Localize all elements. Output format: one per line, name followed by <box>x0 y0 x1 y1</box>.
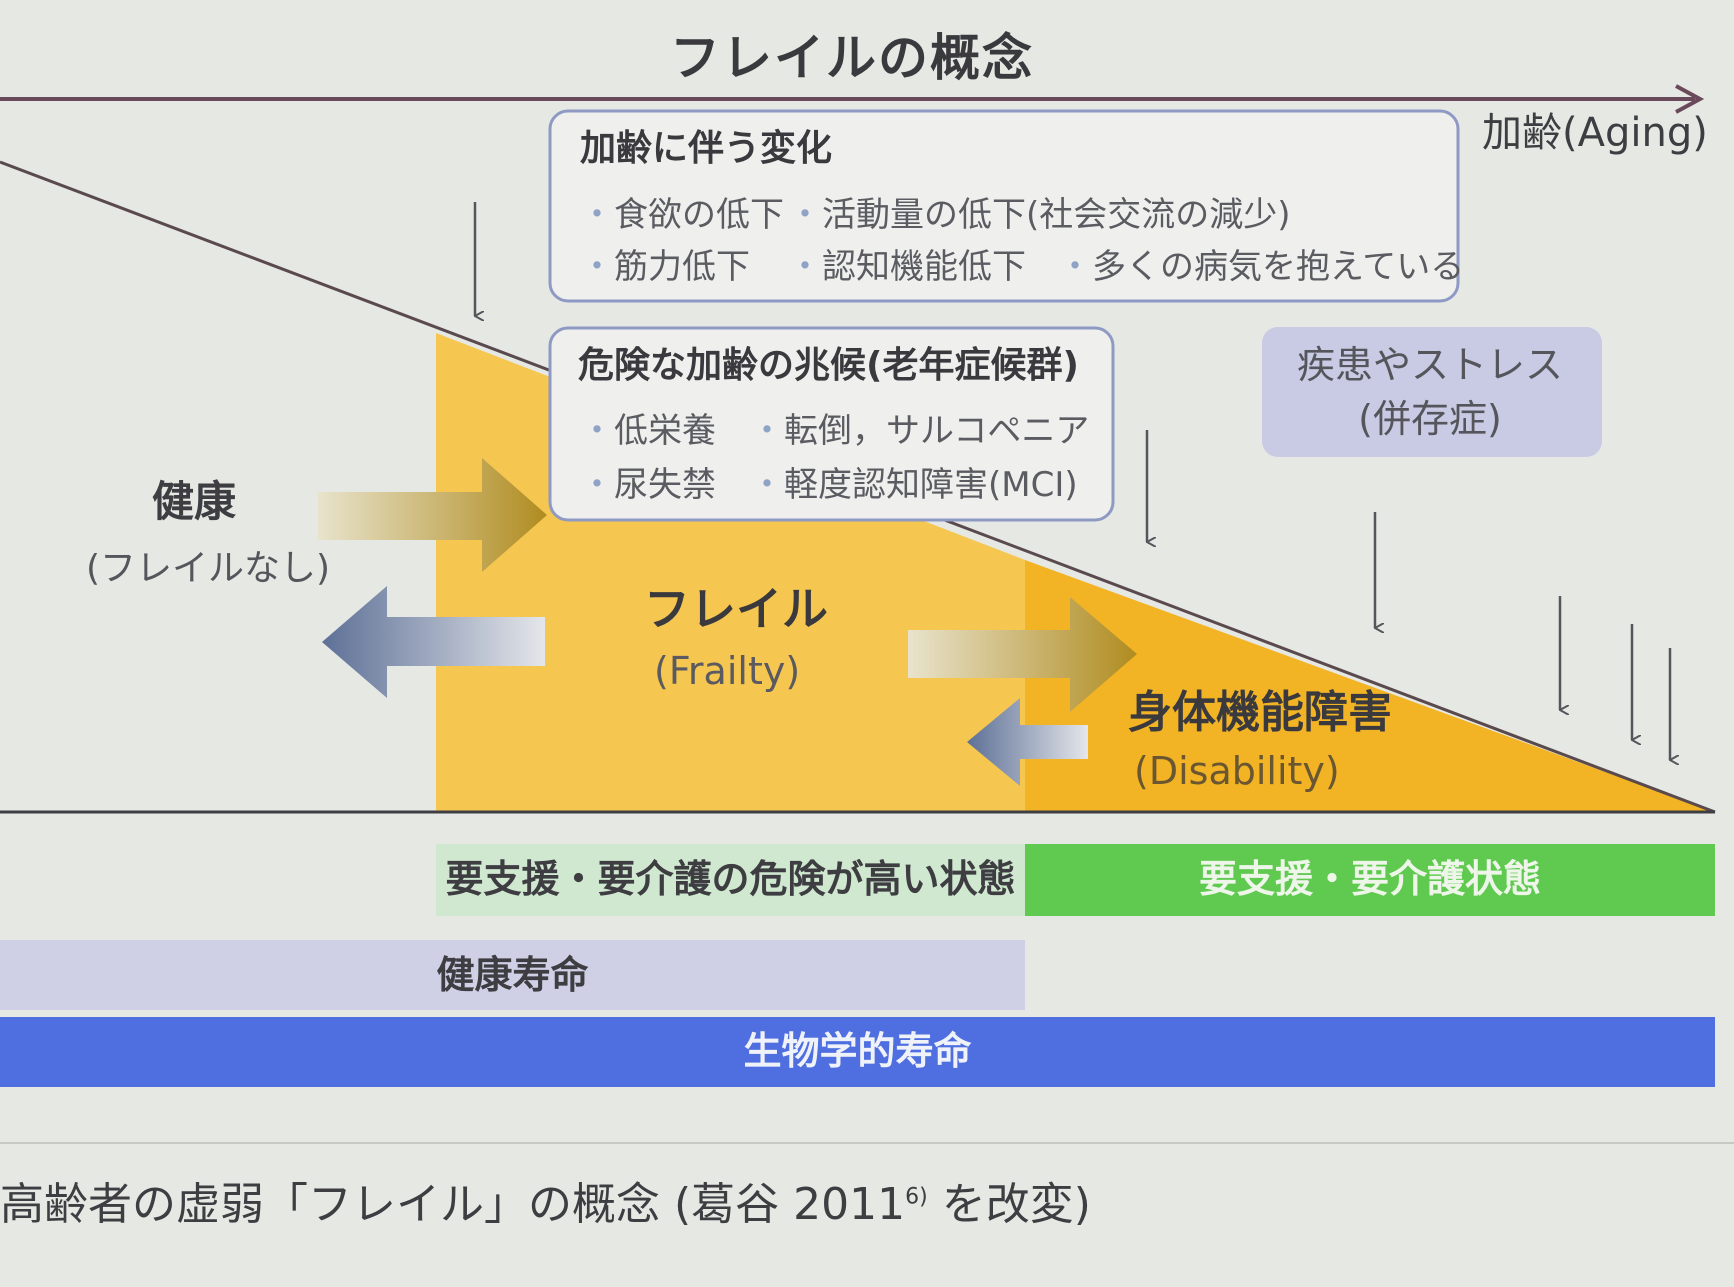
aging-change-item: 筋力低下 <box>580 247 750 287</box>
caption-ref: 6) <box>905 1184 928 1210</box>
disability-label: 身体機能障害 <box>1128 687 1392 738</box>
disability-to-frailty-arrow <box>967 698 1088 786</box>
aging-changes-heading: 加齢に伴う変化 <box>580 128 833 169</box>
disease-stress-sub: (併存症) <box>1358 397 1502 441</box>
diagram-title: フレイルの概念 <box>670 29 1034 87</box>
bio-life-bar <box>0 1017 1715 1087</box>
aging-change-item: 認知機能低下 <box>788 247 1026 287</box>
disability-sublabel: (Disability) <box>1134 749 1340 793</box>
healthy-life-bar-label: 健康寿命 <box>436 953 589 997</box>
danger-sign-item: 低栄養 <box>580 411 716 451</box>
bio-life-bar-label: 生物学的寿命 <box>743 1029 972 1073</box>
health-sublabel: (フレイルなし) <box>86 548 331 589</box>
health-to-frailty-arrow <box>318 458 547 572</box>
care-state-bar <box>1025 844 1715 916</box>
aging-axis-arrowhead <box>1675 84 1705 114</box>
aging-axis-label: 加齢(Aging) <box>1482 110 1708 156</box>
caption-suffix: を改変) <box>927 1179 1091 1230</box>
care-state-bar-label: 要支援・要介護状態 <box>1198 857 1541 901</box>
aging-change-item: 食欲の低下 <box>580 195 784 235</box>
health-label: 健康 <box>152 477 237 526</box>
healthy-life-bar <box>0 940 1025 1010</box>
high-risk-bar-label: 要支援・要介護の危険が高い状態 <box>445 857 1016 901</box>
high-risk-bar <box>436 844 1025 916</box>
aging-change-item: 多くの病気を抱えている <box>1058 247 1464 287</box>
danger-signs-heading: 危険な加齢の兆候(老年症候群) <box>578 345 1079 386</box>
disease-stress-label: 疾患やストレス <box>1296 343 1563 387</box>
frailty-label: フレイル <box>644 582 828 636</box>
danger-sign-item: 転倒，サルコペニア <box>750 411 1089 451</box>
disability-zone <box>1025 560 1715 812</box>
frailty-to-disability-arrow <box>908 597 1137 712</box>
disease-stress-box <box>1262 327 1602 457</box>
caption-prefix: 高齢者の虚弱「フレイル」の概念 (葛谷 2011 <box>0 1179 906 1230</box>
figure-caption: 高齢者の虚弱「フレイル」の概念 (葛谷 20116) を改変) <box>0 1179 1091 1231</box>
frailty-to-health-arrow <box>322 586 545 698</box>
frailty-sublabel: (Frailty) <box>654 649 801 693</box>
aging-change-item: 活動量の低下(社会交流の減少) <box>788 195 1291 235</box>
danger-sign-item: 軽度認知障害(MCI) <box>750 465 1078 505</box>
danger-sign-item: 尿失禁 <box>580 465 716 505</box>
